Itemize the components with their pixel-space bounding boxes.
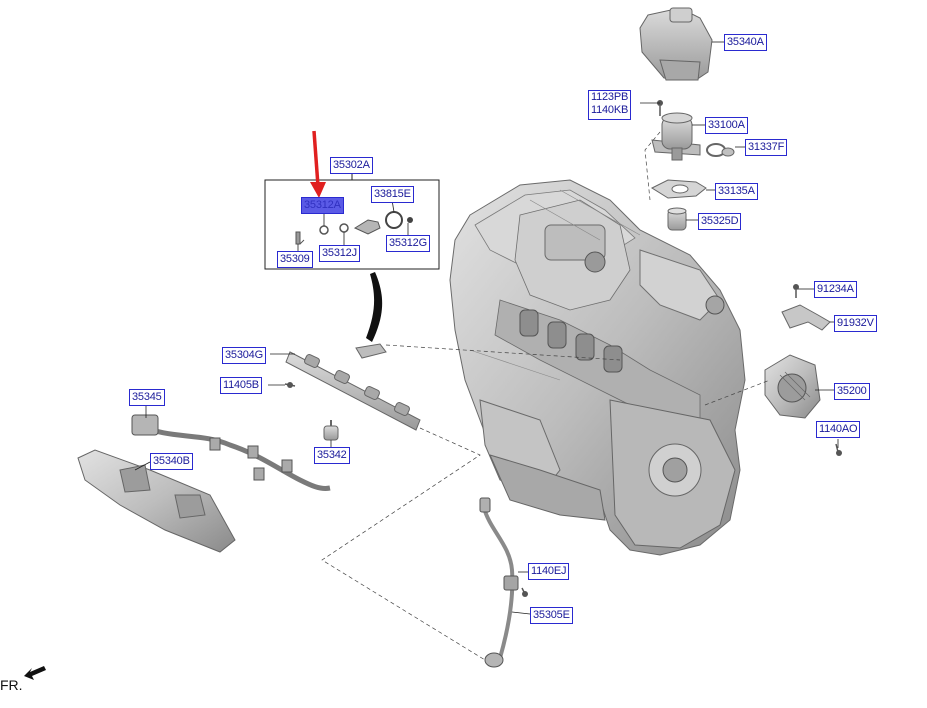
part-label-35340b[interactable]: 35340B (150, 453, 193, 470)
o-ring-part (706, 143, 735, 157)
part-label-35340a[interactable]: 35340A (724, 34, 767, 51)
part-label-33100a[interactable]: 33100A (705, 117, 748, 134)
bolt-91234a-part (793, 284, 799, 298)
throttle-body-part (764, 354, 821, 419)
part-label-35305e[interactable]: 35305E (530, 607, 573, 624)
bolt-1140ao-part (835, 443, 842, 456)
fuel-rail-part (285, 343, 421, 431)
part-label-11405b[interactable]: 11405B (220, 377, 262, 394)
part-label-35342[interactable]: 35342 (314, 447, 350, 464)
part-label-35312j[interactable]: 35312J (319, 245, 360, 262)
engine-block (449, 179, 746, 556)
part-label-35325d[interactable]: 35325D (698, 213, 742, 230)
highlight-arrow (310, 130, 326, 198)
engine-top-cover-part (639, 7, 713, 81)
bolt-1123pb-part (657, 100, 663, 116)
wiring-harness-part (131, 414, 331, 491)
reference-lines (321, 131, 771, 661)
part-label-1123pb[interactable]: 1123PB (591, 91, 629, 103)
bolt-1140ej-part (521, 587, 528, 597)
fuel-pump-part (651, 112, 701, 161)
part-label-91234a[interactable]: 91234A (814, 281, 857, 298)
part-label-1140kb[interactable]: 1140KB (591, 104, 629, 116)
part-label-35304g[interactable]: 35304G (222, 347, 266, 364)
wire-bracket-part (781, 304, 831, 331)
front-indicator-label: FR. (0, 677, 23, 693)
part-label-35302a[interactable]: 35302A (330, 157, 373, 174)
pump-lifter-part (667, 207, 687, 231)
detail-callout-pointer (366, 272, 383, 342)
part-label-1140ej[interactable]: 1140EJ (528, 563, 570, 580)
bolt-11405b-part (284, 382, 296, 388)
part-label-33135a[interactable]: 33135A (715, 183, 758, 200)
injector-cover-part (77, 449, 236, 553)
gasket-part (650, 179, 707, 199)
part-label-35200[interactable]: 35200 (834, 383, 870, 400)
fuel-pipe-part (479, 497, 519, 668)
pressure-sensor-part (323, 420, 339, 441)
part-label-35312a[interactable]: 35312A (301, 197, 344, 214)
front-direction-arrow (24, 666, 46, 680)
part-label-1140ao[interactable]: 1140AO (816, 421, 861, 438)
part-label-35309[interactable]: 35309 (277, 251, 313, 268)
part-label-35312g[interactable]: 35312G (386, 235, 430, 252)
part-label-1123pb-1140kb[interactable]: 1123PB 1140KB (588, 90, 632, 120)
part-label-31337f[interactable]: 31337F (745, 139, 788, 156)
part-label-91932v[interactable]: 91932V (834, 315, 877, 332)
part-label-35345[interactable]: 35345 (129, 389, 165, 406)
part-label-33815e[interactable]: 33815E (371, 186, 414, 203)
